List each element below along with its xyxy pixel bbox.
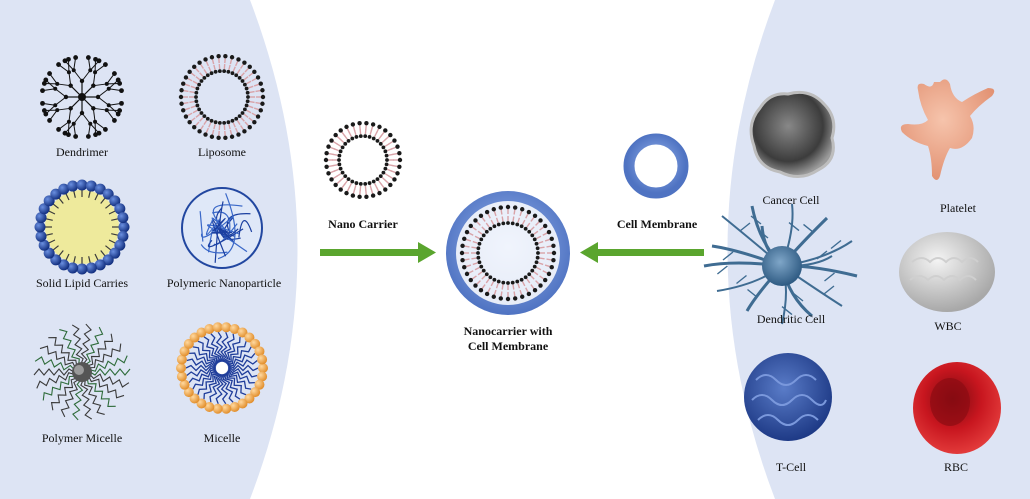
label-result-line1: Nanocarrier with: [463, 324, 553, 338]
label-polymer-micelle: Polymer Micelle: [41, 431, 123, 445]
micelle-icon: [176, 322, 268, 414]
label-nano-carrier: Nano Carrier: [328, 217, 398, 231]
label-t-cell: T-Cell: [775, 460, 807, 474]
solid-lipid-carrier-icon: [34, 179, 130, 275]
rbc-icon: [913, 362, 1001, 454]
label-polymeric-nanoparticle: Polymeric Nanoparticle: [166, 276, 282, 290]
label-wbc: WBC: [934, 319, 962, 333]
arrow-left: [580, 242, 704, 263]
dendrimer-icon: [40, 55, 124, 139]
cell-membrane-ring: [623, 133, 689, 199]
polymeric-nanoparticle-icon: [181, 187, 263, 269]
liposome-icon: [178, 53, 266, 141]
dendritic-cell-icon: [703, 203, 858, 325]
label-cell-membrane: Cell Membrane: [616, 217, 698, 231]
t-cell-icon: [744, 353, 832, 441]
label-dendritic-cell: Dendritic Cell: [756, 312, 826, 326]
platelet-icon: [900, 79, 995, 180]
wbc-icon: [899, 232, 995, 312]
label-platelet: Platelet: [940, 201, 976, 215]
label-cancer-cell: Cancer Cell: [762, 193, 820, 207]
label-micelle: Micelle: [203, 431, 241, 445]
cancer-cell-icon: [749, 90, 836, 178]
label-dendrimer: Dendrimer: [56, 145, 108, 159]
arrow-right: [320, 242, 436, 263]
label-solid-lipid-carries: Solid Lipid Carries: [36, 276, 128, 290]
label-rbc: RBC: [943, 460, 969, 474]
label-result-line2: Cell Membrane: [467, 339, 549, 353]
label-liposome: Liposome: [198, 145, 246, 159]
polymer-micelle-icon: [33, 323, 131, 421]
